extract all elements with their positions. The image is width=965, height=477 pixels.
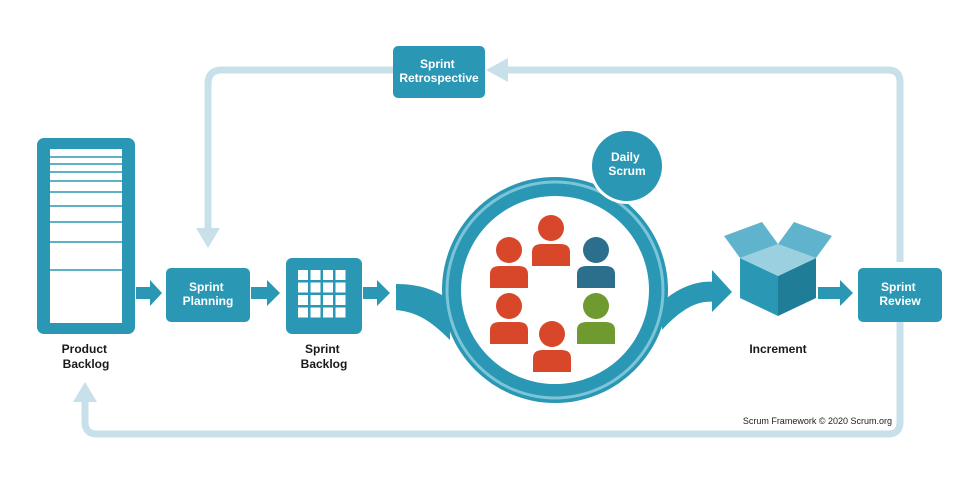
svg-text:Sprint Retrospective: Sprint Retrospective [399, 57, 479, 85]
arrow-planning-to-sprint-backlog [251, 280, 280, 306]
grid-cell [298, 307, 308, 318]
sprint-retrospective-node: Sprint Retrospective [393, 46, 485, 98]
swoosh-out [662, 270, 732, 330]
grid-cell [323, 307, 333, 318]
loop-review-to-retro [508, 66, 904, 262]
person-icon [490, 237, 528, 288]
sprint-backlog-grid [298, 270, 346, 318]
team-members [490, 215, 615, 372]
grid-cell [323, 282, 333, 293]
loop-arrow-to-retro [486, 58, 508, 82]
sprint-backlog-node [286, 258, 362, 334]
person-icon [577, 293, 615, 344]
grid-cell [335, 295, 346, 305]
loop-arrow-to-backlog [73, 382, 97, 402]
sprint-planning-node: Sprint Planning [166, 268, 250, 322]
arrow-increment-to-review [818, 280, 853, 306]
sprint-review-node: Sprint Review [858, 268, 942, 322]
grid-cell [335, 282, 346, 293]
swoosh-in [396, 284, 450, 340]
grid-cell [310, 282, 321, 293]
person-icon [490, 293, 528, 344]
sprint-backlog-label: Sprint Backlog [301, 342, 348, 371]
person-icon [532, 215, 570, 266]
person-icon [533, 321, 571, 372]
loop-retro-to-planning [204, 66, 395, 228]
product-backlog-node [37, 138, 135, 334]
grid-cell [298, 282, 308, 293]
svg-text:Sprint Planning: Sprint Planning [183, 280, 234, 308]
grid-cell [310, 307, 321, 318]
svg-text:Daily Scrum: Daily Scrum [608, 150, 645, 178]
grid-cell [323, 295, 333, 305]
loop-arrow-to-planning [196, 228, 220, 248]
copyright-text: Scrum Framework © 2020 Scrum.org [743, 416, 892, 426]
grid-cell [335, 307, 346, 318]
product-backlog-label: Product Backlog [62, 342, 111, 371]
scrum-team-label: 1 Scrum Team [517, 411, 592, 430]
increment-label: Increment [749, 342, 806, 356]
grid-cell [310, 295, 321, 305]
loop-review-to-backlog [81, 322, 904, 438]
daily-scrum-node: Daily Scrum [589, 128, 665, 204]
grid-cell [298, 270, 308, 280]
arrow-sprint-backlog-to-team [363, 280, 390, 306]
increment-box-icon [724, 222, 832, 316]
grid-cell [298, 295, 308, 305]
grid-cell [323, 270, 333, 280]
svg-text:Sprint Review: Sprint Review [879, 280, 921, 308]
grid-cell [310, 270, 321, 280]
person-icon [577, 237, 615, 288]
arrow-backlog-to-planning [136, 280, 162, 306]
grid-cell [335, 270, 346, 280]
